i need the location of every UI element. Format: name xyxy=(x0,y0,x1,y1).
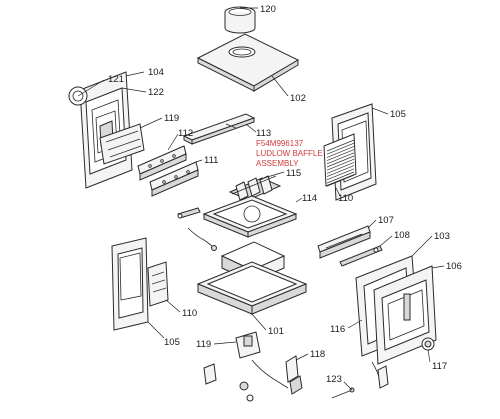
note-line-2: LUDLOW BAFFLE xyxy=(256,149,323,158)
callout-112: 112 xyxy=(178,128,193,139)
callout-119-upper: 119 xyxy=(164,113,179,124)
callout-108: 108 xyxy=(394,230,410,241)
grill-slat xyxy=(326,165,355,177)
grill-slat xyxy=(326,155,355,168)
fuel-bed-part xyxy=(228,175,282,201)
flue-collar-part xyxy=(224,6,256,34)
thermocouple-part xyxy=(371,361,389,389)
grill-slat xyxy=(326,146,355,158)
callout-106: 106 xyxy=(446,261,462,272)
callout-115: 115 xyxy=(286,168,301,179)
grill-panel-part xyxy=(323,133,357,187)
grill-slat xyxy=(326,149,355,161)
grill-slat xyxy=(326,139,355,152)
cable-part xyxy=(187,227,217,251)
screw-fitting-part xyxy=(177,207,201,219)
callout-103: 103 xyxy=(434,231,450,242)
baffle-assembly-note: F54M996137 LUDLOW BAFFLE ASSEMBLY xyxy=(256,139,323,168)
callout-110-upper: 110 xyxy=(338,193,353,204)
ignitor-part xyxy=(285,355,303,395)
grill-slat xyxy=(326,158,355,171)
callout-101: 101 xyxy=(268,326,284,337)
callout-119-lower: 119 xyxy=(196,339,211,350)
leader-lines xyxy=(77,7,445,391)
callout-114: 114 xyxy=(302,193,317,204)
callout-107: 107 xyxy=(378,215,394,226)
grill-slat xyxy=(326,152,355,165)
side-rail-lower-part xyxy=(149,161,199,197)
top-plate-part xyxy=(196,33,300,92)
callout-121: 121 xyxy=(108,74,124,85)
callout-118: 118 xyxy=(310,349,325,360)
callout-117: 117 xyxy=(432,361,447,372)
callout-104: 104 xyxy=(148,67,164,78)
firebox-frame-part xyxy=(202,195,298,238)
callout-110-lower: 110 xyxy=(182,308,197,319)
callout-105-upper: 105 xyxy=(390,109,406,120)
left-grill-part xyxy=(147,261,169,307)
vent-slider-part xyxy=(339,245,383,267)
callout-labels: 120 102 121 104 122 105 119 112 113 111 … xyxy=(108,4,462,385)
baffle-bracket-part xyxy=(99,123,145,165)
air-vent-part xyxy=(317,225,371,259)
grill-slat xyxy=(326,168,355,181)
grill-slat xyxy=(326,174,355,187)
callout-113: 113 xyxy=(256,128,271,139)
note-part-number: F54M996137 xyxy=(256,139,304,148)
baffle-bar-part xyxy=(182,113,256,145)
gas-valve-part xyxy=(203,331,289,402)
callout-111: 111 xyxy=(204,155,218,166)
door-part xyxy=(373,265,437,365)
side-rail-upper-part xyxy=(137,145,187,181)
callout-116: 116 xyxy=(330,324,345,335)
grill-slat xyxy=(326,171,355,184)
callout-122: 122 xyxy=(148,87,164,98)
callout-123: 123 xyxy=(326,374,342,385)
note-line-3: ASSEMBLY xyxy=(256,159,299,168)
side-panel-left-part xyxy=(111,237,149,331)
callout-105-lower: 105 xyxy=(164,337,180,348)
callout-102: 102 xyxy=(290,93,306,104)
door-knob-part xyxy=(421,337,435,351)
pilot-pipe-part xyxy=(331,387,355,399)
grill-slat xyxy=(326,142,355,155)
base-tray-part xyxy=(196,261,308,315)
callout-120: 120 xyxy=(260,4,276,15)
grill-slat xyxy=(326,162,355,174)
